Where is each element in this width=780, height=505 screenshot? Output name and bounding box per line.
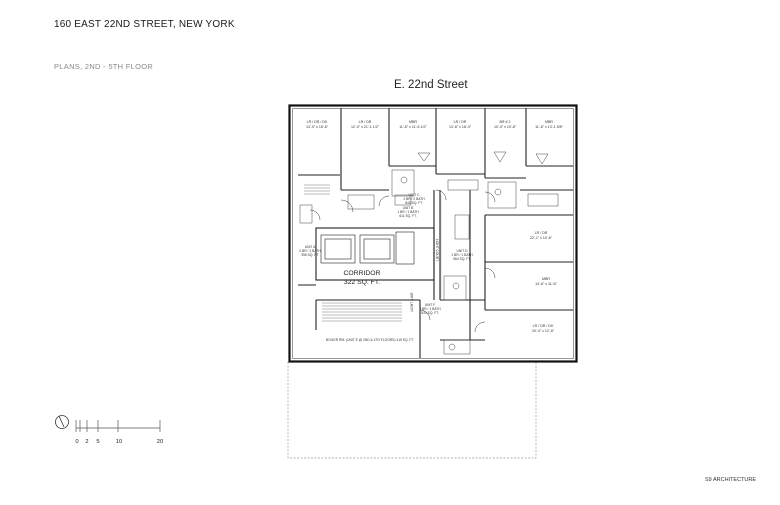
unit-b-type: 1 BR / 1 BATH bbox=[397, 210, 419, 214]
room-6-name: MBR bbox=[545, 120, 553, 124]
scale-label-5: 5 bbox=[96, 439, 99, 445]
room-labels-top: LR / DR / DK 13'-0" x 16'-6" LR / DR 12'… bbox=[306, 120, 564, 129]
room-4-dims: 13'-6" x 18'-4" bbox=[449, 125, 472, 129]
rear-yard-outline bbox=[287, 361, 537, 459]
room-8-dims: 14'-6" x 11'-6" bbox=[535, 282, 558, 286]
room-labels-right: LR / DR 22'-1" x 10'-6" MBR 14'-6" x 11'… bbox=[530, 231, 558, 333]
building-inner-outline bbox=[292, 108, 574, 359]
room-5-dims: 10'-4" x 10'-8" bbox=[494, 125, 517, 129]
north-arrow bbox=[55, 415, 69, 429]
room-1-dims: 13'-0" x 16'-6" bbox=[306, 125, 329, 129]
unit-a-type: 0 BR / 1 BATH bbox=[299, 249, 321, 253]
room-7-dims: 22'-1" x 10'-6" bbox=[530, 236, 553, 240]
unit-c-area: 845 SQ. FT. bbox=[405, 201, 423, 205]
scale-label-20: 20 bbox=[157, 439, 163, 445]
room-9-dims: 20'-4" x 12'-8" bbox=[532, 329, 555, 333]
door-swings bbox=[309, 189, 496, 333]
unit-a-id: UNIT A bbox=[305, 245, 316, 249]
room-8-name: MBR bbox=[542, 277, 550, 281]
room-9-name: LR / DR / DK bbox=[533, 324, 554, 328]
unit-d-type: 1 BR / 1 BATH bbox=[451, 253, 473, 257]
scale-label-10: 10 bbox=[116, 439, 122, 445]
unit-labels: UNIT A 0 BR / 1 BATH 396 SQ. FT. UNIT B … bbox=[299, 193, 473, 315]
room-3-dims: 11'-6" x 11'-6 1/2" bbox=[399, 125, 427, 129]
sheet-subtitle: PLANS, 2ND - 5TH FLOOR bbox=[54, 62, 154, 71]
unit-f-type: 0 BR / 1 BATH bbox=[419, 307, 441, 311]
unit-c-id: UNIT C bbox=[409, 193, 421, 197]
unit-f-id: UNIT F bbox=[425, 303, 436, 307]
unit-f-area: 534 SQ. FT. bbox=[421, 311, 439, 315]
architect-credit: S9 ARCHITECTURE bbox=[705, 477, 757, 483]
unit-c-type: 2 BR / 2 BATH bbox=[403, 197, 425, 201]
boiler-room-label: BOILER RM. (UNIT E @ 2ND & 4TH FLOORS) 4… bbox=[326, 338, 414, 342]
core-elements bbox=[304, 184, 415, 322]
room-4-name: LR / DR bbox=[454, 120, 467, 124]
scale-label-0: 0 bbox=[75, 439, 78, 445]
interior-walls bbox=[298, 108, 573, 358]
building-outline bbox=[288, 104, 578, 363]
corridor-area: 322 SQ. FT. bbox=[344, 279, 380, 286]
corridor-name: CORRIDOR bbox=[343, 270, 380, 277]
unit-b-id: UNIT B bbox=[403, 206, 415, 210]
room-5-name: BR # 2 bbox=[500, 120, 511, 124]
fixtures bbox=[299, 151, 559, 355]
project-title: 160 EAST 22ND STREET, NEW YORK bbox=[54, 19, 235, 30]
light-court-label: LIGHT COURT bbox=[435, 239, 439, 261]
room-1-name: LR / DR / DK bbox=[307, 120, 328, 124]
unit-d-id: UNIT D bbox=[457, 249, 469, 253]
room-7-name: LR / DR bbox=[535, 231, 548, 235]
scale-bar-labels: 0 2 5 10 20 bbox=[75, 439, 163, 445]
room-6-dims: 11'-6" x 13'-1 5/8" bbox=[535, 125, 564, 129]
unit-d-area: 564 SQ. FT. bbox=[453, 257, 471, 261]
room-3-name: MBR bbox=[409, 120, 417, 124]
light-and-air-label: LIGHT & AIR bbox=[410, 292, 414, 312]
scale-bar bbox=[75, 420, 161, 432]
room-2-dims: 12'-0" x 21'-1 1/2" bbox=[351, 125, 380, 129]
street-label: E. 22nd Street bbox=[394, 79, 468, 91]
scale-label-2: 2 bbox=[85, 439, 88, 445]
unit-a-area: 396 SQ. FT. bbox=[301, 253, 319, 257]
room-2-name: LR / DR bbox=[359, 120, 372, 124]
unit-b-area: 611 SQ. FT. bbox=[399, 214, 416, 218]
